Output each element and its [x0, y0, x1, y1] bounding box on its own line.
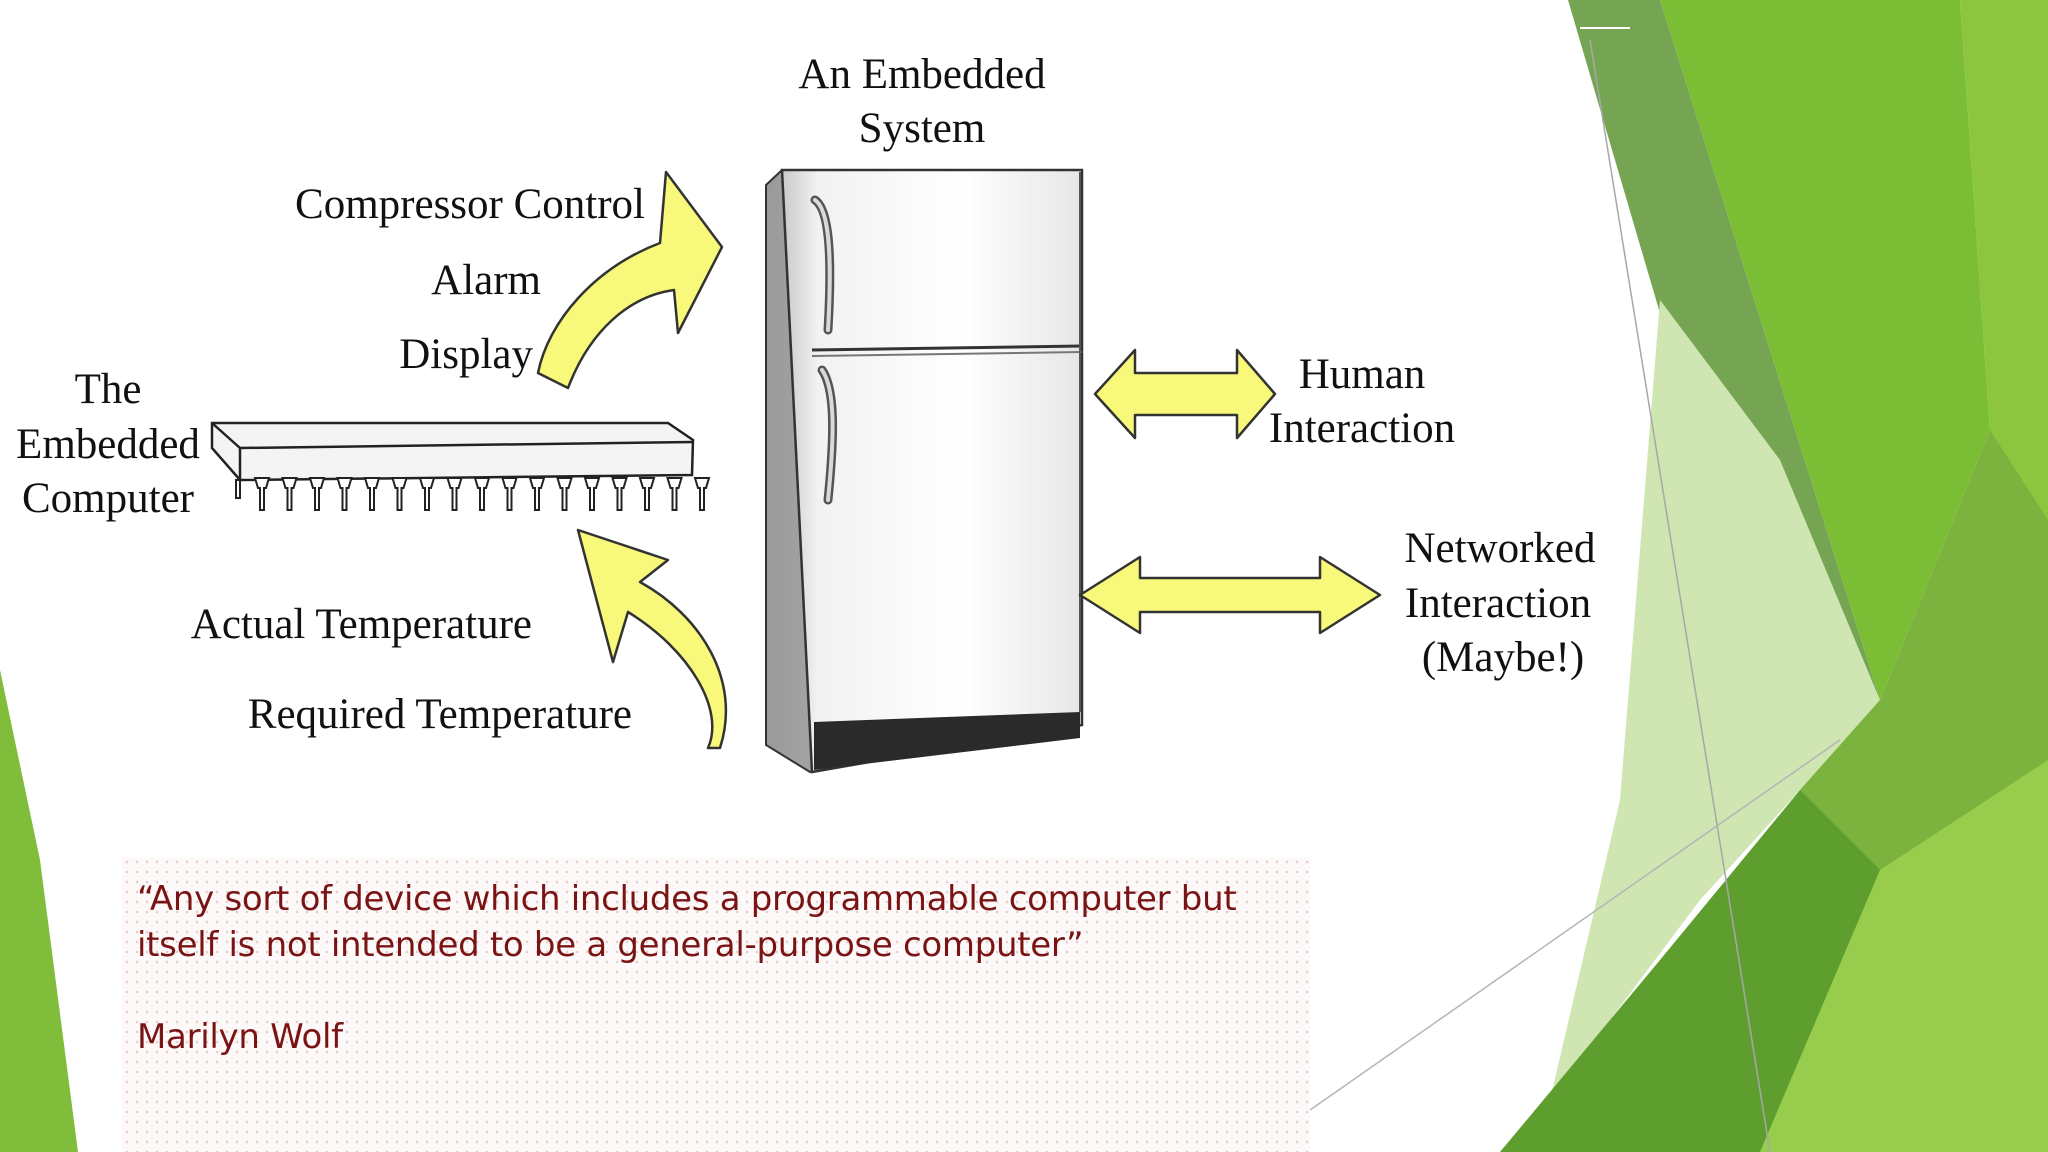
chip-pin	[253, 477, 271, 511]
green-shape-top-right	[1660, 0, 1990, 700]
output-label-compressor: Compressor Control	[295, 181, 645, 228]
computer-label-line1: The	[75, 366, 142, 413]
chip-pin	[363, 477, 381, 511]
chip-pin	[528, 477, 546, 511]
human-label-line1: Human	[1299, 351, 1426, 398]
chip-pin	[611, 477, 628, 511]
chip-pin	[235, 479, 241, 499]
quote-line-2: itself is not intended to be a general-p…	[137, 925, 1084, 965]
embedded-computer-chip	[210, 421, 711, 511]
chip-pin	[501, 477, 518, 511]
computer-label-line3: Computer	[22, 475, 194, 522]
green-shape-bottom-dark	[1500, 790, 1880, 1152]
input-label-required-temperature: Required Temperature	[248, 691, 632, 738]
input-arrow	[576, 528, 728, 750]
chip-pin	[666, 477, 683, 511]
human-interaction-arrow	[1093, 348, 1277, 440]
quote-line-1: “Any sort of device which includes a pro…	[137, 879, 1237, 919]
decor-line	[1309, 739, 1841, 1111]
output-arrow	[536, 170, 724, 390]
chip-pin	[473, 477, 491, 511]
computer-label-line2: Embedded	[16, 421, 200, 468]
network-label-line3: (Maybe!)	[1422, 634, 1584, 681]
chip-pin	[693, 477, 711, 511]
output-label-display: Display	[399, 331, 533, 378]
human-label-line2: Interaction	[1269, 405, 1455, 452]
chip-pin	[638, 477, 656, 511]
chip-pin	[446, 477, 463, 511]
chip-pin	[556, 477, 573, 511]
system-title-line1: An Embedded	[798, 51, 1045, 98]
chip-pin	[583, 477, 601, 511]
network-label-line1: Networked	[1404, 525, 1595, 572]
networked-interaction-arrow	[1078, 555, 1382, 635]
system-title-line2: System	[859, 105, 986, 152]
quote-author: Marilyn Wolf	[137, 1017, 343, 1057]
chip-pin	[336, 477, 353, 511]
chip-pin	[418, 477, 436, 511]
input-label-actual-temperature: Actual Temperature	[191, 601, 532, 648]
network-label-line2: Interaction	[1405, 580, 1591, 627]
chip-pin	[391, 477, 408, 511]
chip-pin	[281, 477, 298, 511]
chip-pin	[308, 477, 326, 511]
output-label-alarm: Alarm	[431, 257, 541, 304]
refrigerator-illustration	[765, 168, 1084, 774]
green-shape-left	[0, 670, 78, 1152]
quote-box	[122, 857, 1310, 1152]
decor-line	[1589, 39, 1771, 1152]
green-shape-light	[1550, 300, 1880, 1100]
green-shape-bottom-light	[1760, 760, 2048, 1152]
